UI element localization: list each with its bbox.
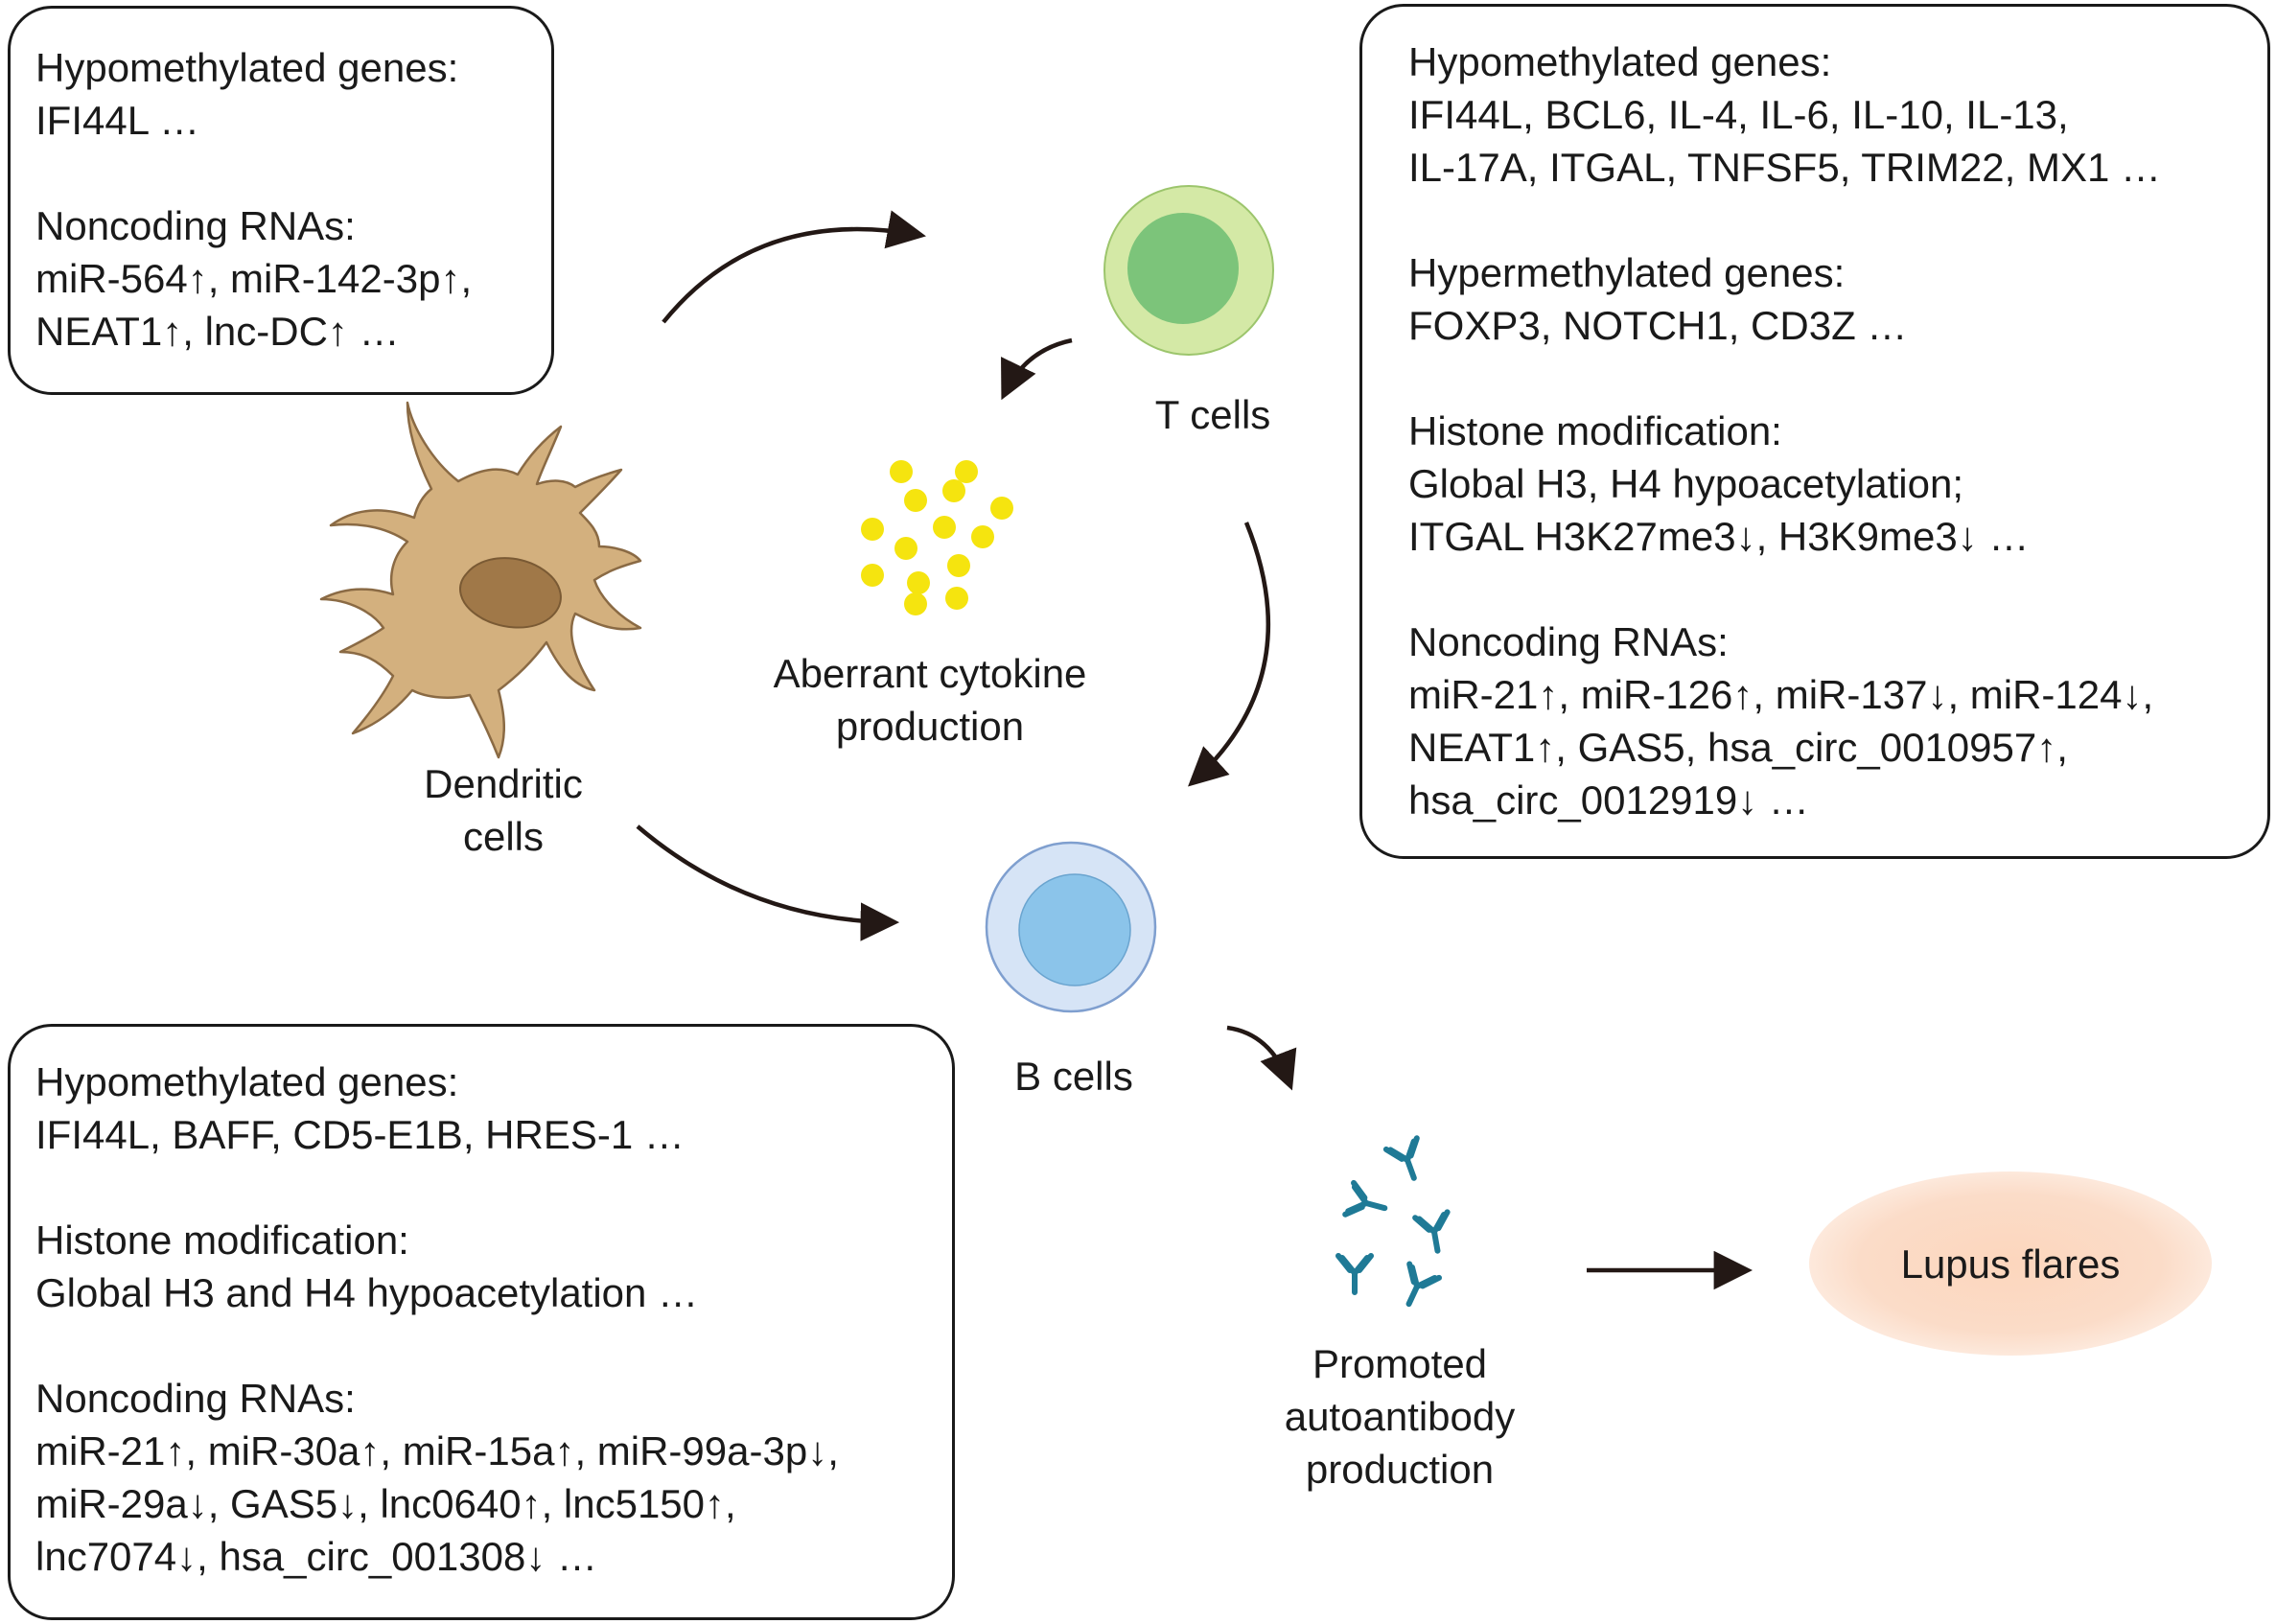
dendritic-cells-info-box: Hypomethylated genes: IFI44L … Noncoding R… [8, 6, 554, 395]
arrow-t-cells-to-cytokine [1001, 337, 1073, 401]
antibody-icon [1335, 1253, 1374, 1295]
aberrant-cytokine-label: Aberrant cytokine production [729, 647, 1131, 753]
aberrant-cytokine-label-line: production [835, 704, 1025, 749]
section-spacer [35, 1161, 952, 1214]
t-cells-label: T cells [1154, 392, 1271, 437]
section-heading: Hypomethylated genes: [35, 1059, 459, 1104]
antibody-icon [1405, 1261, 1443, 1308]
section-heading: Noncoding RNAs: [1408, 619, 1729, 664]
dendritic-cell-icon [319, 401, 642, 759]
cytokine-dot [933, 516, 956, 539]
dendritic-cells-label: Dendritic cells [383, 757, 623, 863]
arrow-dendritic-to-b-cells [636, 824, 900, 941]
section-line: NEAT1↑, GAS5, hsa_circ_0010957↑, [1408, 725, 2068, 770]
cytokine-dot [890, 460, 913, 483]
section-heading: Histone modification: [35, 1218, 409, 1263]
arrow-dendritic-to-t-cells [662, 210, 926, 324]
dendritic-cells-label-line: Dendritic [424, 761, 583, 806]
section-line: NEAT1↑, lnc-DC↑ … [35, 309, 400, 354]
section-spacer [1408, 563, 2267, 615]
section-heading: Hypomethylated genes: [1408, 39, 1832, 84]
section-line: lnc7074↓, hsa_circ_001308↓ … [35, 1534, 598, 1579]
cytokine-dot [971, 525, 994, 548]
section-line: miR-21↑, miR-30a↑, miR-15a↑, miR-99a-3p↓… [35, 1428, 839, 1473]
aberrant-cytokine-label-line: Aberrant cytokine [773, 651, 1087, 696]
lupus-flares-label: Lupus flares [1900, 1241, 2121, 1287]
arrow-t-cells-to-b-cells [1188, 522, 1271, 787]
t-cell-icon [1103, 185, 1274, 356]
antibody-icon [1342, 1179, 1388, 1218]
autoantibody-label-line: Promoted [1312, 1341, 1488, 1386]
section-spacer [35, 1319, 952, 1372]
cytokine-dot [955, 460, 978, 483]
autoantibody-label-line: autoantibody [1284, 1394, 1516, 1439]
antibody-icon [1382, 1135, 1420, 1181]
section-heading: Hypermethylated genes: [1408, 250, 1846, 295]
section-line: hsa_circ_0012919↓ … [1408, 777, 1809, 823]
autoantibody-label: Promoted autoantibody production [1237, 1337, 1563, 1496]
section-spacer [1408, 352, 2267, 405]
cytokine-dot [945, 587, 968, 610]
section-spacer [35, 147, 551, 199]
section-line: miR-21↑, miR-126↑, miR-137↓, miR-124↓, [1408, 672, 2154, 717]
cytokine-dot [904, 592, 927, 615]
section-heading: Hypomethylated genes: [35, 45, 459, 90]
antibody-icon [1412, 1209, 1451, 1254]
b-cell-icon [985, 841, 1157, 1013]
arrow-b-cells-to-antibody [1226, 1025, 1297, 1091]
cytokine-dot [947, 554, 970, 577]
section-line: IFI44L … [35, 98, 200, 143]
cytokine-dot [907, 571, 930, 594]
cytokine-dot [990, 497, 1013, 520]
section-spacer [1408, 194, 2267, 246]
section-line: FOXP3, NOTCH1, CD3Z … [1408, 303, 1908, 348]
cytokine-dot [942, 479, 965, 502]
cytokine-dot [904, 489, 927, 512]
section-line: Global H3 and H4 hypoacetylation … [35, 1270, 699, 1315]
section-line: IL-17A, ITGAL, TNFSF5, TRIM22, MX1 … [1408, 145, 2161, 190]
cytokine-dot [861, 564, 884, 587]
section-line: Global H3, H4 hypoacetylation; [1408, 461, 1963, 506]
b-cells-info-box: Hypomethylated genes: IFI44L, BAFF, CD5-E… [8, 1024, 955, 1620]
cytokine-dot [894, 537, 917, 560]
cytokine-dots [861, 460, 1013, 615]
section-heading: Histone modification: [1408, 408, 1782, 453]
cytokine-dot [861, 518, 884, 541]
dendritic-cells-label-line: cells [462, 814, 545, 859]
t-cells-info-box: Hypomethylated genes: IFI44L, BCL6, IL-4,… [1359, 4, 2270, 859]
section-line: miR-29a↓, GAS5↓, lnc0640↑, lnc5150↑, [35, 1481, 736, 1526]
section-line: ITGAL H3K27me3↓, H3K9me3↓ … [1408, 514, 2030, 559]
section-heading: Noncoding RNAs: [35, 1376, 356, 1421]
b-cells-label: B cells [1014, 1054, 1133, 1099]
section-line: IFI44L, BAFF, CD5-E1B, HRES-1 … [35, 1112, 685, 1157]
section-heading: Noncoding RNAs: [35, 203, 356, 248]
lupus-flares-ellipse [1809, 1172, 2212, 1356]
antibody-icons [1335, 1135, 1451, 1308]
section-line: IFI44L, BCL6, IL-4, IL-6, IL-10, IL-13, [1408, 92, 2069, 137]
autoantibody-label-line: production [1305, 1447, 1495, 1492]
section-line: miR-564↑, miR-142-3p↑, [35, 256, 473, 301]
